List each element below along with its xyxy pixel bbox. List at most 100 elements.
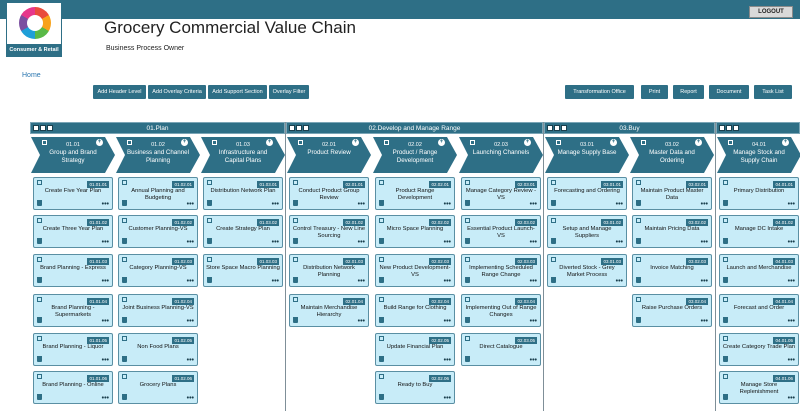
more-icon[interactable]: ••• [787,239,795,246]
edit-icon[interactable] [379,297,384,302]
edit-icon[interactable] [212,140,217,145]
more-icon[interactable]: ••• [529,318,537,325]
trash-icon[interactable] [122,356,127,362]
trash-icon[interactable] [465,356,470,362]
edit-icon[interactable] [122,180,127,185]
edit-icon[interactable] [556,140,561,145]
edit-icon[interactable] [289,125,295,131]
edit-icon[interactable] [298,140,303,145]
more-icon[interactable]: ••• [186,395,194,402]
more-icon[interactable]: ••• [101,201,109,208]
trash-icon[interactable] [723,356,728,362]
add-overlay-criteria-button[interactable]: Add Overlay Criteria [148,85,206,99]
add-icon[interactable] [554,125,560,131]
more-icon[interactable]: ••• [186,357,194,364]
edit-icon[interactable] [33,125,39,131]
more-icon[interactable]: ••• [101,395,109,402]
edit-icon[interactable] [379,257,384,262]
edit-icon[interactable] [127,140,132,145]
trash-icon[interactable] [465,238,470,244]
plus-icon[interactable]: + [696,139,701,145]
edit-icon[interactable] [465,257,470,262]
more-icon[interactable]: ••• [443,395,451,402]
more-icon[interactable]: ••• [101,239,109,246]
document-button[interactable]: Document [709,85,749,99]
add-header-level-button[interactable]: Add Header Level [93,85,146,99]
trash-icon[interactable] [723,394,728,400]
edit-icon[interactable] [636,257,641,262]
more-icon[interactable]: ••• [615,239,623,246]
plus-icon[interactable]: + [97,139,102,145]
trash-icon[interactable] [37,356,42,362]
plus-icon[interactable]: + [182,139,187,145]
edit-icon[interactable] [551,180,556,185]
edit-icon[interactable] [207,257,212,262]
trash-icon[interactable] [122,238,127,244]
edit-icon[interactable] [547,125,553,131]
more-icon[interactable]: ••• [615,201,623,208]
transformation-office-button[interactable]: Transformation Office [565,85,634,99]
task-list-button[interactable]: Task List [754,85,792,99]
more-icon[interactable]: ••• [443,201,451,208]
more-icon[interactable]: ••• [357,318,365,325]
trash-icon[interactable] [293,317,298,323]
edit-icon[interactable] [293,297,298,302]
trash-icon[interactable] [636,200,641,206]
edit-icon[interactable] [293,218,298,223]
edit-icon[interactable] [37,336,42,341]
home-link[interactable]: Home [22,72,41,79]
more-icon[interactable]: ••• [700,278,708,285]
edit-icon[interactable] [379,336,384,341]
more-icon[interactable]: ••• [357,278,365,285]
more-icon[interactable]: ••• [529,201,537,208]
trash-icon[interactable] [551,238,556,244]
plus-icon[interactable]: + [783,139,788,145]
trash-icon[interactable] [122,277,127,283]
edit-icon[interactable] [636,218,641,223]
edit-icon[interactable] [723,336,728,341]
trash-icon[interactable] [122,394,127,400]
plus-icon[interactable]: + [611,139,616,145]
trash-icon[interactable] [207,200,212,206]
plus-icon[interactable]: + [353,139,358,145]
more-icon[interactable]: ••• [615,278,623,285]
more-icon[interactable]: ••• [443,357,451,364]
plus-icon[interactable]: + [267,139,272,145]
more-icon[interactable]: ••• [271,201,279,208]
add-icon[interactable] [40,125,46,131]
overlay-filter-button[interactable]: Overlay Filter [269,85,309,99]
trash-icon[interactable] [636,238,641,244]
trash-icon[interactable] [207,277,212,283]
more-icon[interactable]: ••• [101,318,109,325]
more-icon[interactable]: ••• [529,278,537,285]
trash-icon[interactable] [37,394,42,400]
edit-icon[interactable] [723,180,728,185]
edit-icon[interactable] [723,257,728,262]
more-icon[interactable]: ••• [186,239,194,246]
trash-icon[interactable] [379,356,384,362]
edit-icon[interactable] [122,257,127,262]
edit-icon[interactable] [379,218,384,223]
edit-icon[interactable] [37,180,42,185]
